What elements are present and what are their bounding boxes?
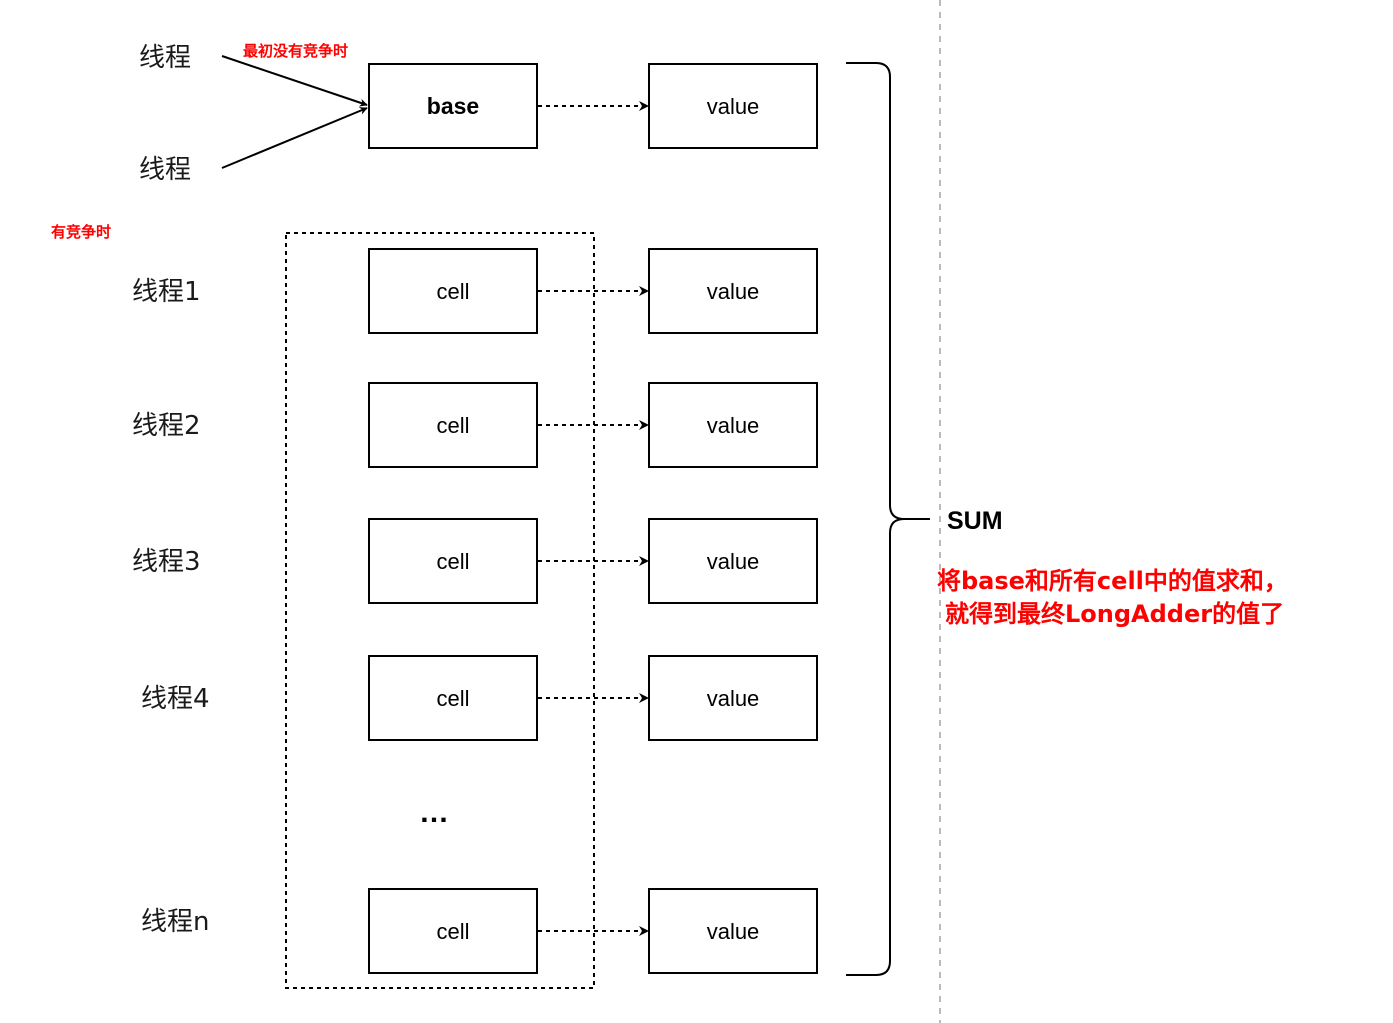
thread-n-label: 线程n <box>141 907 209 937</box>
thread-top-2-arrow <box>221 107 368 169</box>
value-box-4-label: value <box>707 686 760 711</box>
ellipsis: … <box>419 796 449 829</box>
sum-brace <box>846 62 930 976</box>
value-box-3-label: value <box>707 549 760 574</box>
value-box-1: value <box>648 248 818 334</box>
base-value-box: value <box>648 63 818 149</box>
value-box-2: value <box>648 382 818 468</box>
base-box: base <box>368 63 538 149</box>
thread-1-label: 线程1 <box>132 277 201 307</box>
thread-3-label: 线程3 <box>132 547 201 577</box>
thread-top-1-label: 线程 <box>139 43 191 73</box>
thread-4-label: 线程4 <box>141 684 210 714</box>
value-box-2-label: value <box>707 413 760 438</box>
value-box-1-label: value <box>707 279 760 304</box>
value-box-n: value <box>648 888 818 974</box>
sum-label: SUM <box>947 507 1003 535</box>
cell-box-n-label: cell <box>436 919 469 944</box>
cell-box-1-label: cell <box>436 279 469 304</box>
cells-container <box>285 232 595 989</box>
cell-box-2-label: cell <box>436 413 469 438</box>
cell-box-2: cell <box>368 382 538 468</box>
cell-box-3-label: cell <box>436 549 469 574</box>
sum-note-line1: 将base和所有cell中的值求和， <box>937 567 1288 595</box>
base-box-label: base <box>427 93 479 119</box>
base-value-label: value <box>707 94 760 119</box>
sum-note-line2: 就得到最终LongAdder的值了 <box>945 600 1284 628</box>
cell-box-1: cell <box>368 248 538 334</box>
thread-2-label: 线程2 <box>132 411 201 441</box>
thread-top-2-label: 线程 <box>139 155 191 185</box>
value-box-3: value <box>648 518 818 604</box>
cell-box-n: cell <box>368 888 538 974</box>
value-box-4: value <box>648 655 818 741</box>
cell-box-4-label: cell <box>436 686 469 711</box>
cell-box-3: cell <box>368 518 538 604</box>
initial-no-contention-note: 最初没有竞争时 <box>243 42 348 60</box>
cell-box-4: cell <box>368 655 538 741</box>
value-box-n-label: value <box>707 919 760 944</box>
with-contention-note: 有竞争时 <box>51 223 111 241</box>
thread-top-1-arrow <box>221 55 368 107</box>
